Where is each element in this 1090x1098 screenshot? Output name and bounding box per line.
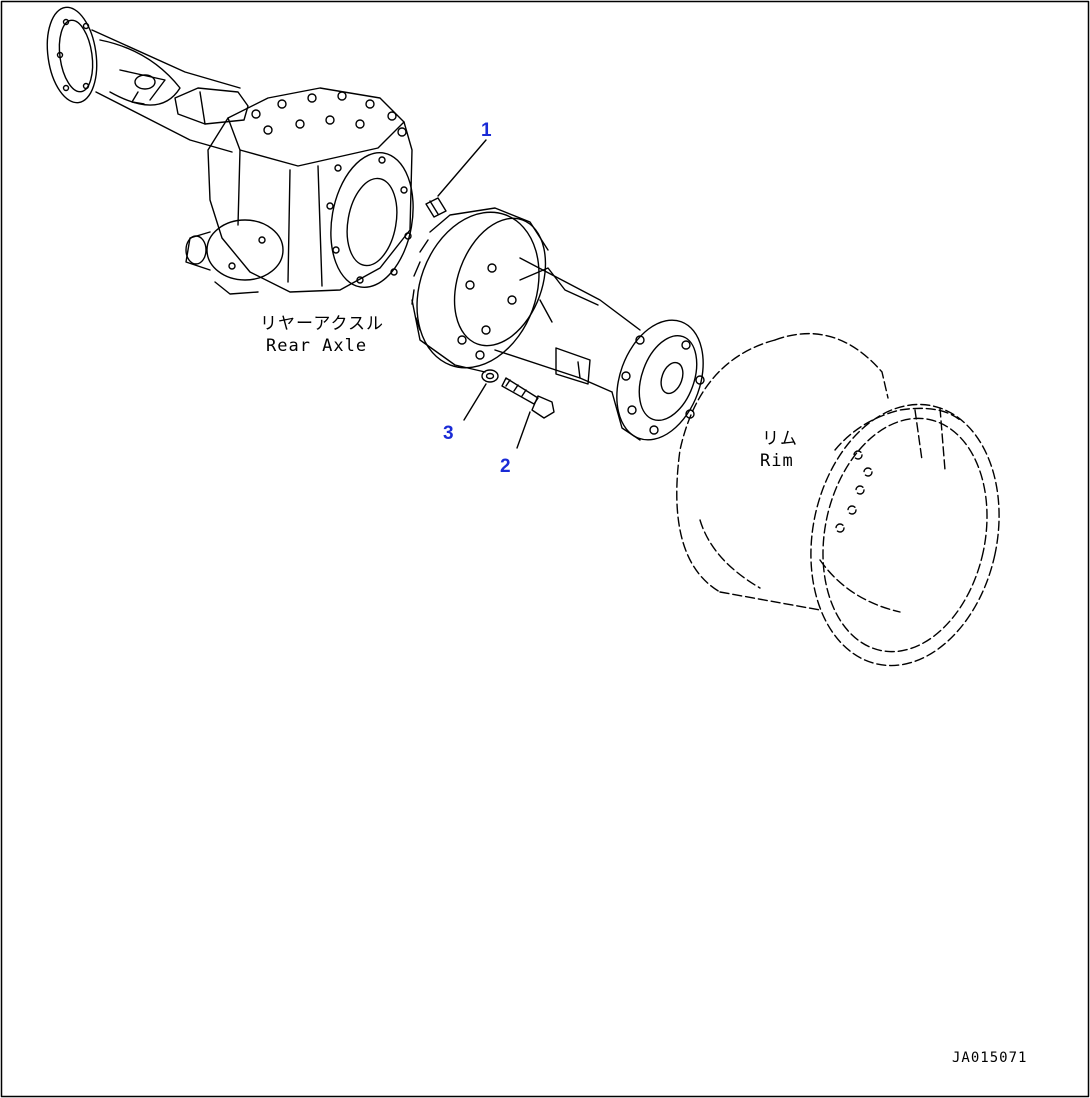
callout-3[interactable]: 3 (443, 423, 454, 444)
part-2-bolt-drawing (501, 377, 555, 449)
drawing-reference-code: JA015071 (952, 1050, 1028, 1066)
callout-2[interactable]: 2 (500, 456, 511, 477)
rim-drawing (676, 333, 1000, 667)
part-1-pin-drawing (425, 139, 487, 218)
rear-axle-label-en: Rear Axle (266, 336, 368, 356)
rear-axle-label-jp: リヤーアクスル (260, 314, 384, 334)
hub-assembly-drawing (411, 207, 705, 441)
callout-1[interactable]: 1 (481, 120, 492, 141)
rim-label-jp: リム (762, 429, 798, 449)
rear-axle-drawing (46, 6, 414, 295)
part-3-washer-drawing (463, 369, 499, 421)
rim-label-en: Rim (760, 451, 794, 471)
